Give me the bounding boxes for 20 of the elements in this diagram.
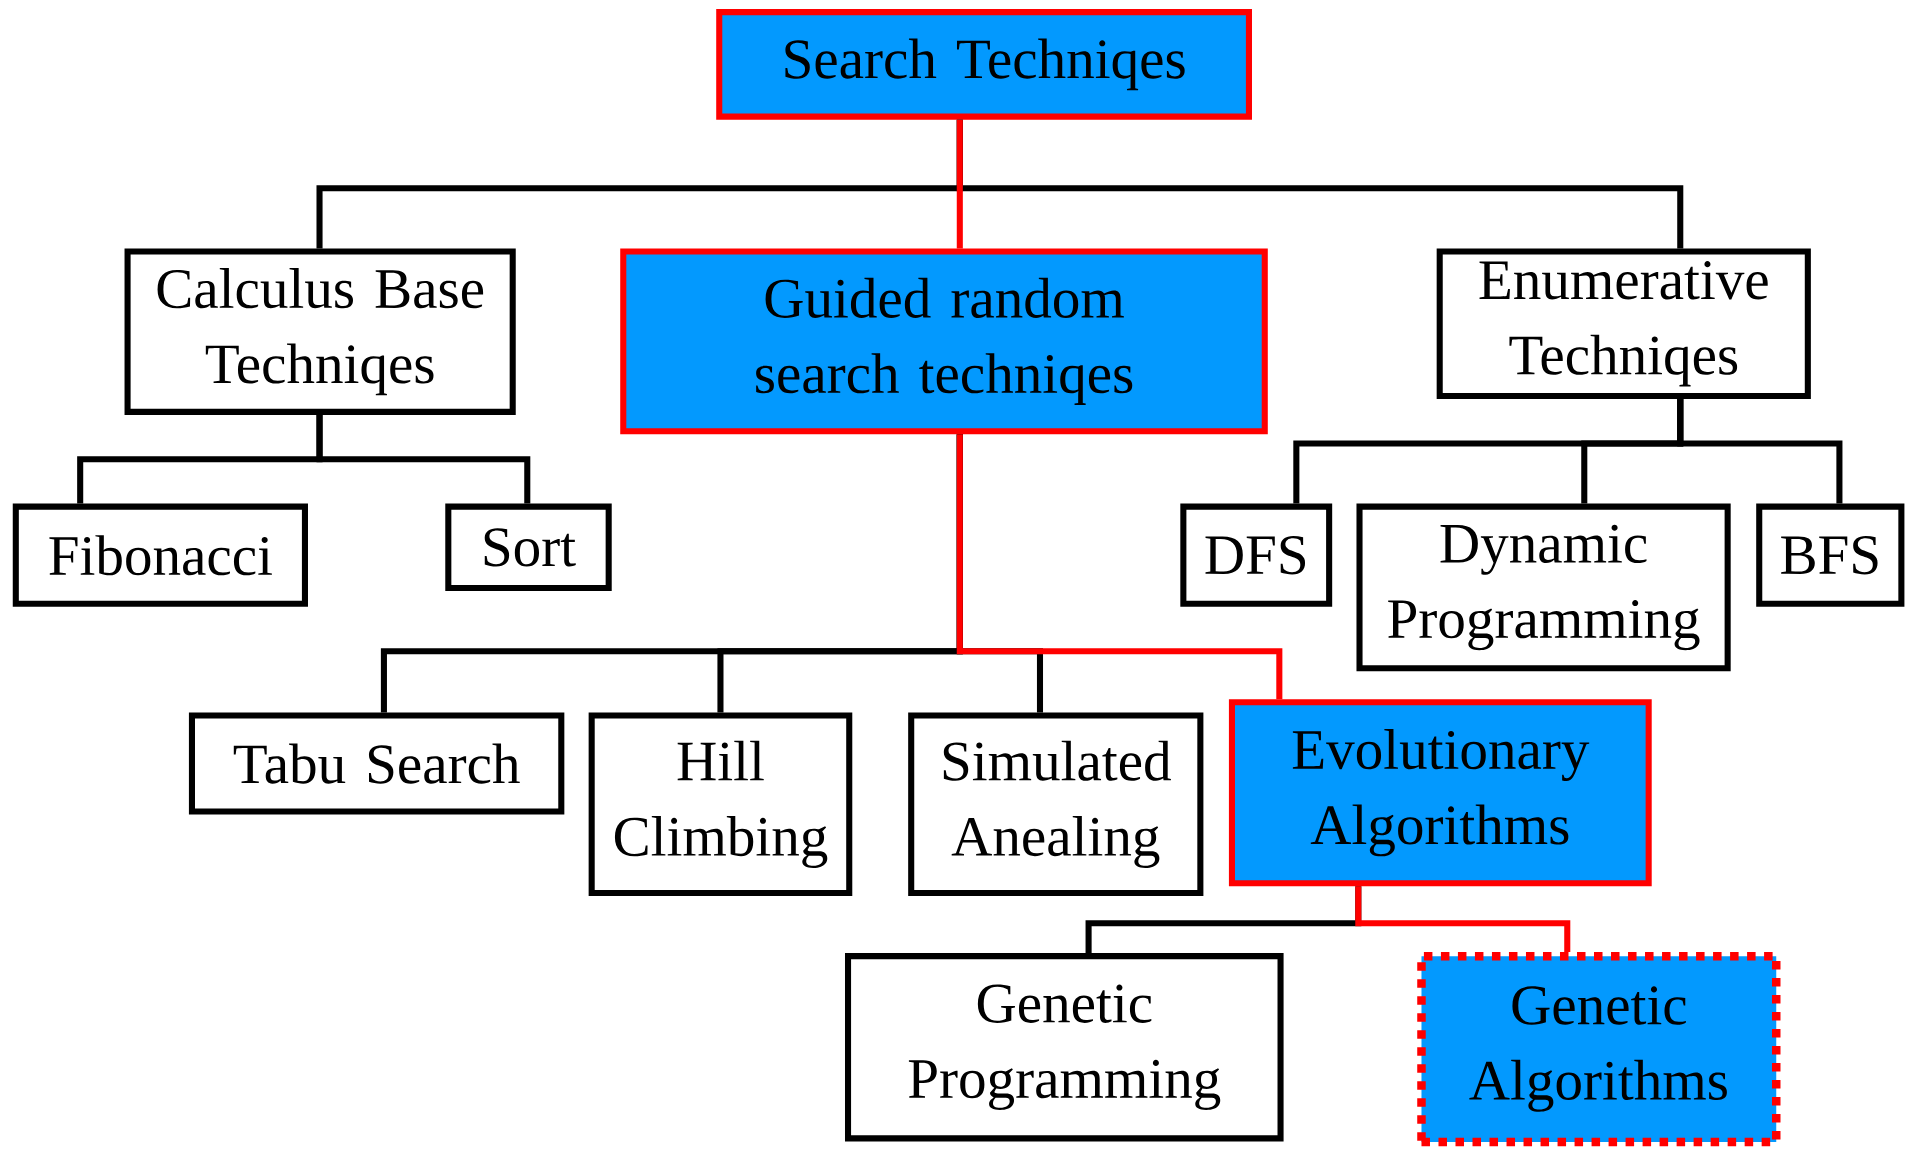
highlighted-box: Genetic Algorithms [1417,952,1781,1147]
connector-line [316,415,531,504]
connector-line [1355,886,1571,953]
connector-line [1677,399,1843,504]
process-box: Simulated Anealing [908,712,1204,897]
highlighted-box: Evolutionary Algorithms [1228,699,1652,887]
process-box: DFS [1180,503,1333,608]
process-box: Calculus Base Techniqes [124,248,516,416]
process-box: Fibonacci [12,503,308,608]
process-box: Hill Climbing [588,712,853,897]
process-box: Genetic Programming [845,953,1284,1142]
process-box: BFS [1756,503,1905,608]
connector-line [956,119,963,249]
highlighted-box: Guided random search techniqes [620,248,1268,435]
highlighted-box: Search Techniqes [716,9,1252,120]
process-box: Tabu Search [188,712,565,815]
process-box: Sort [445,503,612,592]
process-box: Dynamic Programming [1356,503,1731,672]
connector-line [956,434,1283,700]
process-box: Enumerative Techniqes [1436,248,1811,400]
